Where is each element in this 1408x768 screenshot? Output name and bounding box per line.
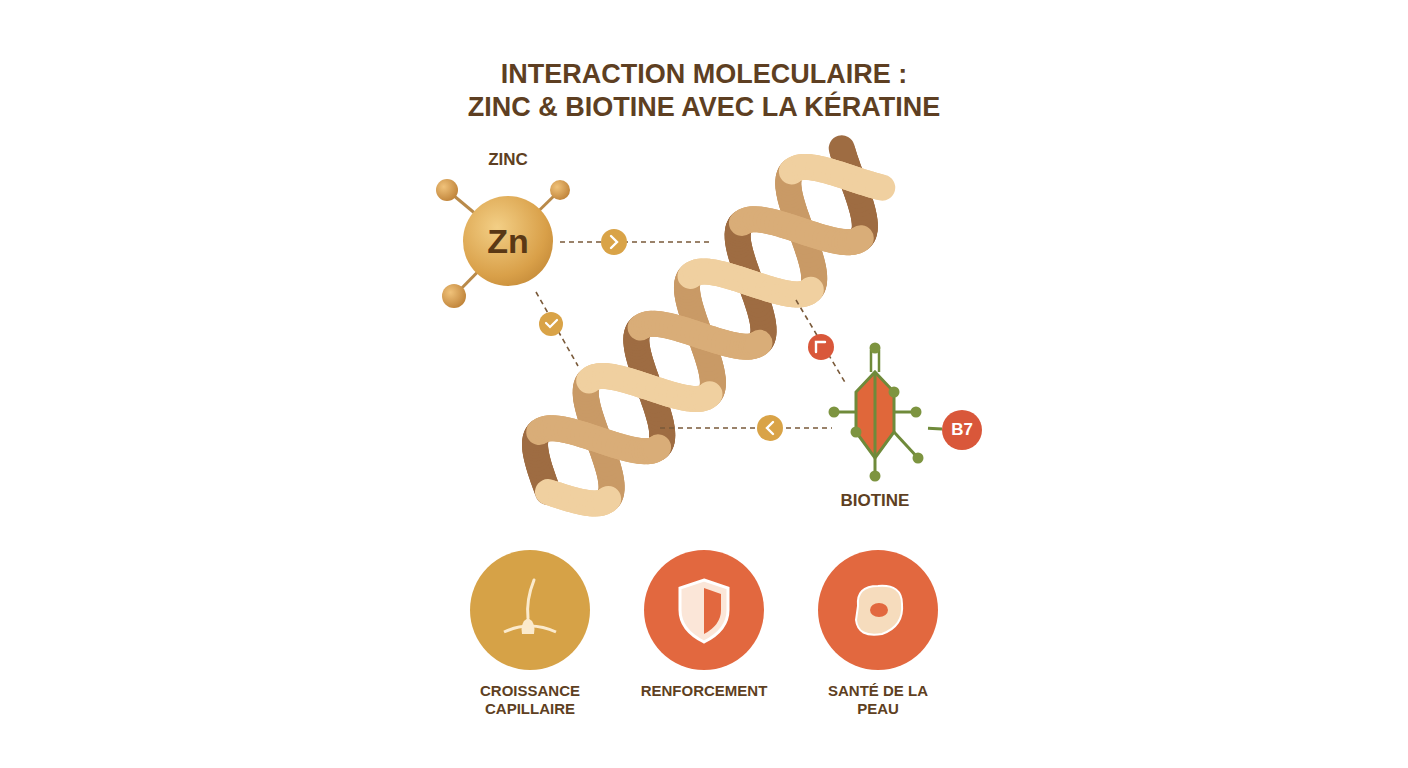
diagram-title: INTERACTION MOLECULAIRE : ZINC & BIOTINE… [354,58,1054,124]
chevron [767,422,773,434]
badge-circle [539,312,563,336]
dashed-line [796,300,846,384]
interaction-lines [536,242,846,428]
helix-ribbon [859,238,861,239]
helix-ribbon [809,290,810,291]
dashed-line [560,241,712,243]
vitamin-badge: B7 [942,410,982,450]
benefit-label: CROISSANCE CAPILLAIRE [470,682,590,718]
chevron-badge [539,312,563,336]
badge-circle [601,229,627,255]
atom [913,453,924,464]
atom-ball [436,179,458,201]
ring [856,372,894,458]
icon-node: SANTÉ DE LA PEAU [803,550,953,718]
skin-cell [856,586,902,635]
helix-ribbon [708,394,709,395]
icon-circle [470,550,590,670]
cell-nucleus [870,603,888,617]
benefit-label: RENFORCEMENT [638,682,771,700]
zinc-bonds [447,190,560,296]
helix-ribbon [878,174,882,201]
chevron-badge [808,334,834,360]
icon-circle [644,550,764,670]
shield-half [704,588,721,634]
benefit-icon [644,550,764,670]
biotin-molecule [822,340,928,485]
follicle [522,618,535,634]
bond-connector [928,427,942,431]
biotin-node: BIOTINE [822,340,928,511]
atom [889,387,900,398]
bond [878,350,881,372]
molecule-label: BIOTINE [822,491,928,511]
atom [870,471,881,482]
icon-circle [818,550,938,670]
benefit-icon [818,550,938,670]
benefit-label: SANTÉ DE LA PEAU [818,682,938,718]
vitamin-code: B7 [951,420,973,440]
dashed-line [660,427,832,429]
chevron-badge [601,229,627,255]
zinc-node: ZINC Zn [448,150,568,286]
atom [851,427,862,438]
chevron-badge [757,415,783,441]
molecule-label: ZINC [448,150,568,170]
helix-ribbon [607,499,608,500]
icon-node: CROISSANCE CAPILLAIRE [455,550,605,718]
chevron [546,320,557,327]
badge-circle [757,415,783,441]
bond [874,372,877,458]
keratin-helix [535,148,882,503]
atom-ball [550,180,570,200]
benefit-icon [470,550,590,670]
chevron [816,342,825,352]
hair-strand [528,580,534,618]
chevron [611,236,617,248]
helix-ribbon [842,148,843,152]
atom-ball [442,284,466,308]
badge-circle [808,334,834,360]
dashed-line [536,292,578,366]
shield-icon [680,580,728,642]
helix-ribbon [758,343,760,344]
element-symbol: Zn [487,222,529,261]
icon-node: RENFORCEMENT [629,550,779,700]
atom [870,343,881,354]
zinc-atom: Zn [463,196,553,286]
atom [829,407,840,418]
badge-node: B7 [942,410,982,450]
atom [911,407,922,418]
helix-ribbon [656,447,658,448]
bond [870,350,873,372]
